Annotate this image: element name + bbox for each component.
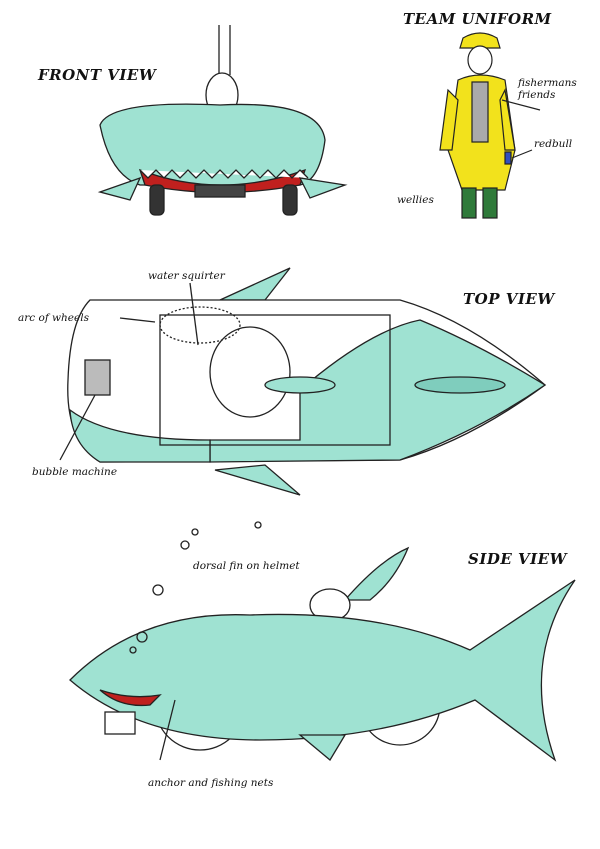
label-friends: friends: [518, 89, 556, 101]
label-water-squirter: water squirter: [148, 270, 225, 282]
side-view-drawing: [69, 521, 576, 762]
team-uniform-figure: [439, 32, 541, 219]
team-uniform-title: TEAM UNIFORM: [403, 10, 552, 28]
label-redbull: redbull: [534, 138, 573, 150]
label-bubble-machine: bubble machine: [32, 466, 118, 478]
label-wellies: wellies: [397, 194, 434, 206]
label-anchor-nets: anchor and fishing nets: [148, 777, 274, 789]
front-view-drawing: [97, 25, 348, 216]
front-view-title: FRONT VIEW: [38, 66, 157, 84]
top-view-title: TOP VIEW: [463, 290, 555, 308]
label-dorsal-fin: dorsal fin on helmet: [193, 560, 300, 572]
side-view-title: SIDE VIEW: [468, 550, 567, 568]
label-arc-of-wheels: arc of wheels: [18, 312, 89, 324]
label-fishermans: fishermans: [518, 77, 577, 89]
top-view-drawing: [59, 267, 547, 496]
